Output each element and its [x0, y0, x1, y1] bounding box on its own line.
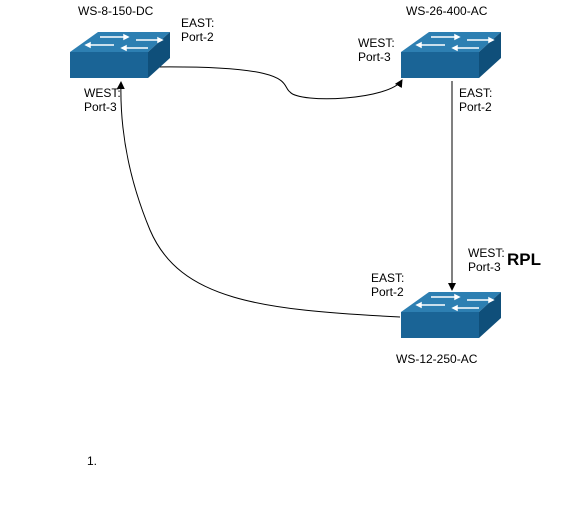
switch-name-sw2: WS-26-400-AC [406, 4, 488, 18]
switch-name-sw3: WS-12-250-AC [396, 352, 478, 366]
port-label-sw3-west: WEST:Port-3 [468, 246, 505, 274]
port-label-sw2-west: WEST:Port-3 [358, 36, 395, 64]
port-label-sw3-east: EAST:Port-2 [371, 271, 405, 299]
footnote: 1. [87, 454, 98, 468]
port-label-sw1-east: EAST:Port-2 [181, 16, 215, 44]
network-switch-icon[interactable] [70, 32, 170, 80]
switch-name-sw1: WS-8-150-DC [78, 4, 154, 18]
port-label-sw1-west: WEST:Port-3 [84, 86, 121, 114]
network-switch-icon[interactable] [401, 32, 501, 80]
network-switch-icon[interactable] [401, 292, 501, 340]
port-label-sw2-east: EAST:Port-2 [459, 86, 493, 114]
link-sw3-sw1 [116, 81, 401, 318]
link-sw1-sw2 [149, 66, 403, 100]
rpl-label: RPL [507, 250, 541, 269]
